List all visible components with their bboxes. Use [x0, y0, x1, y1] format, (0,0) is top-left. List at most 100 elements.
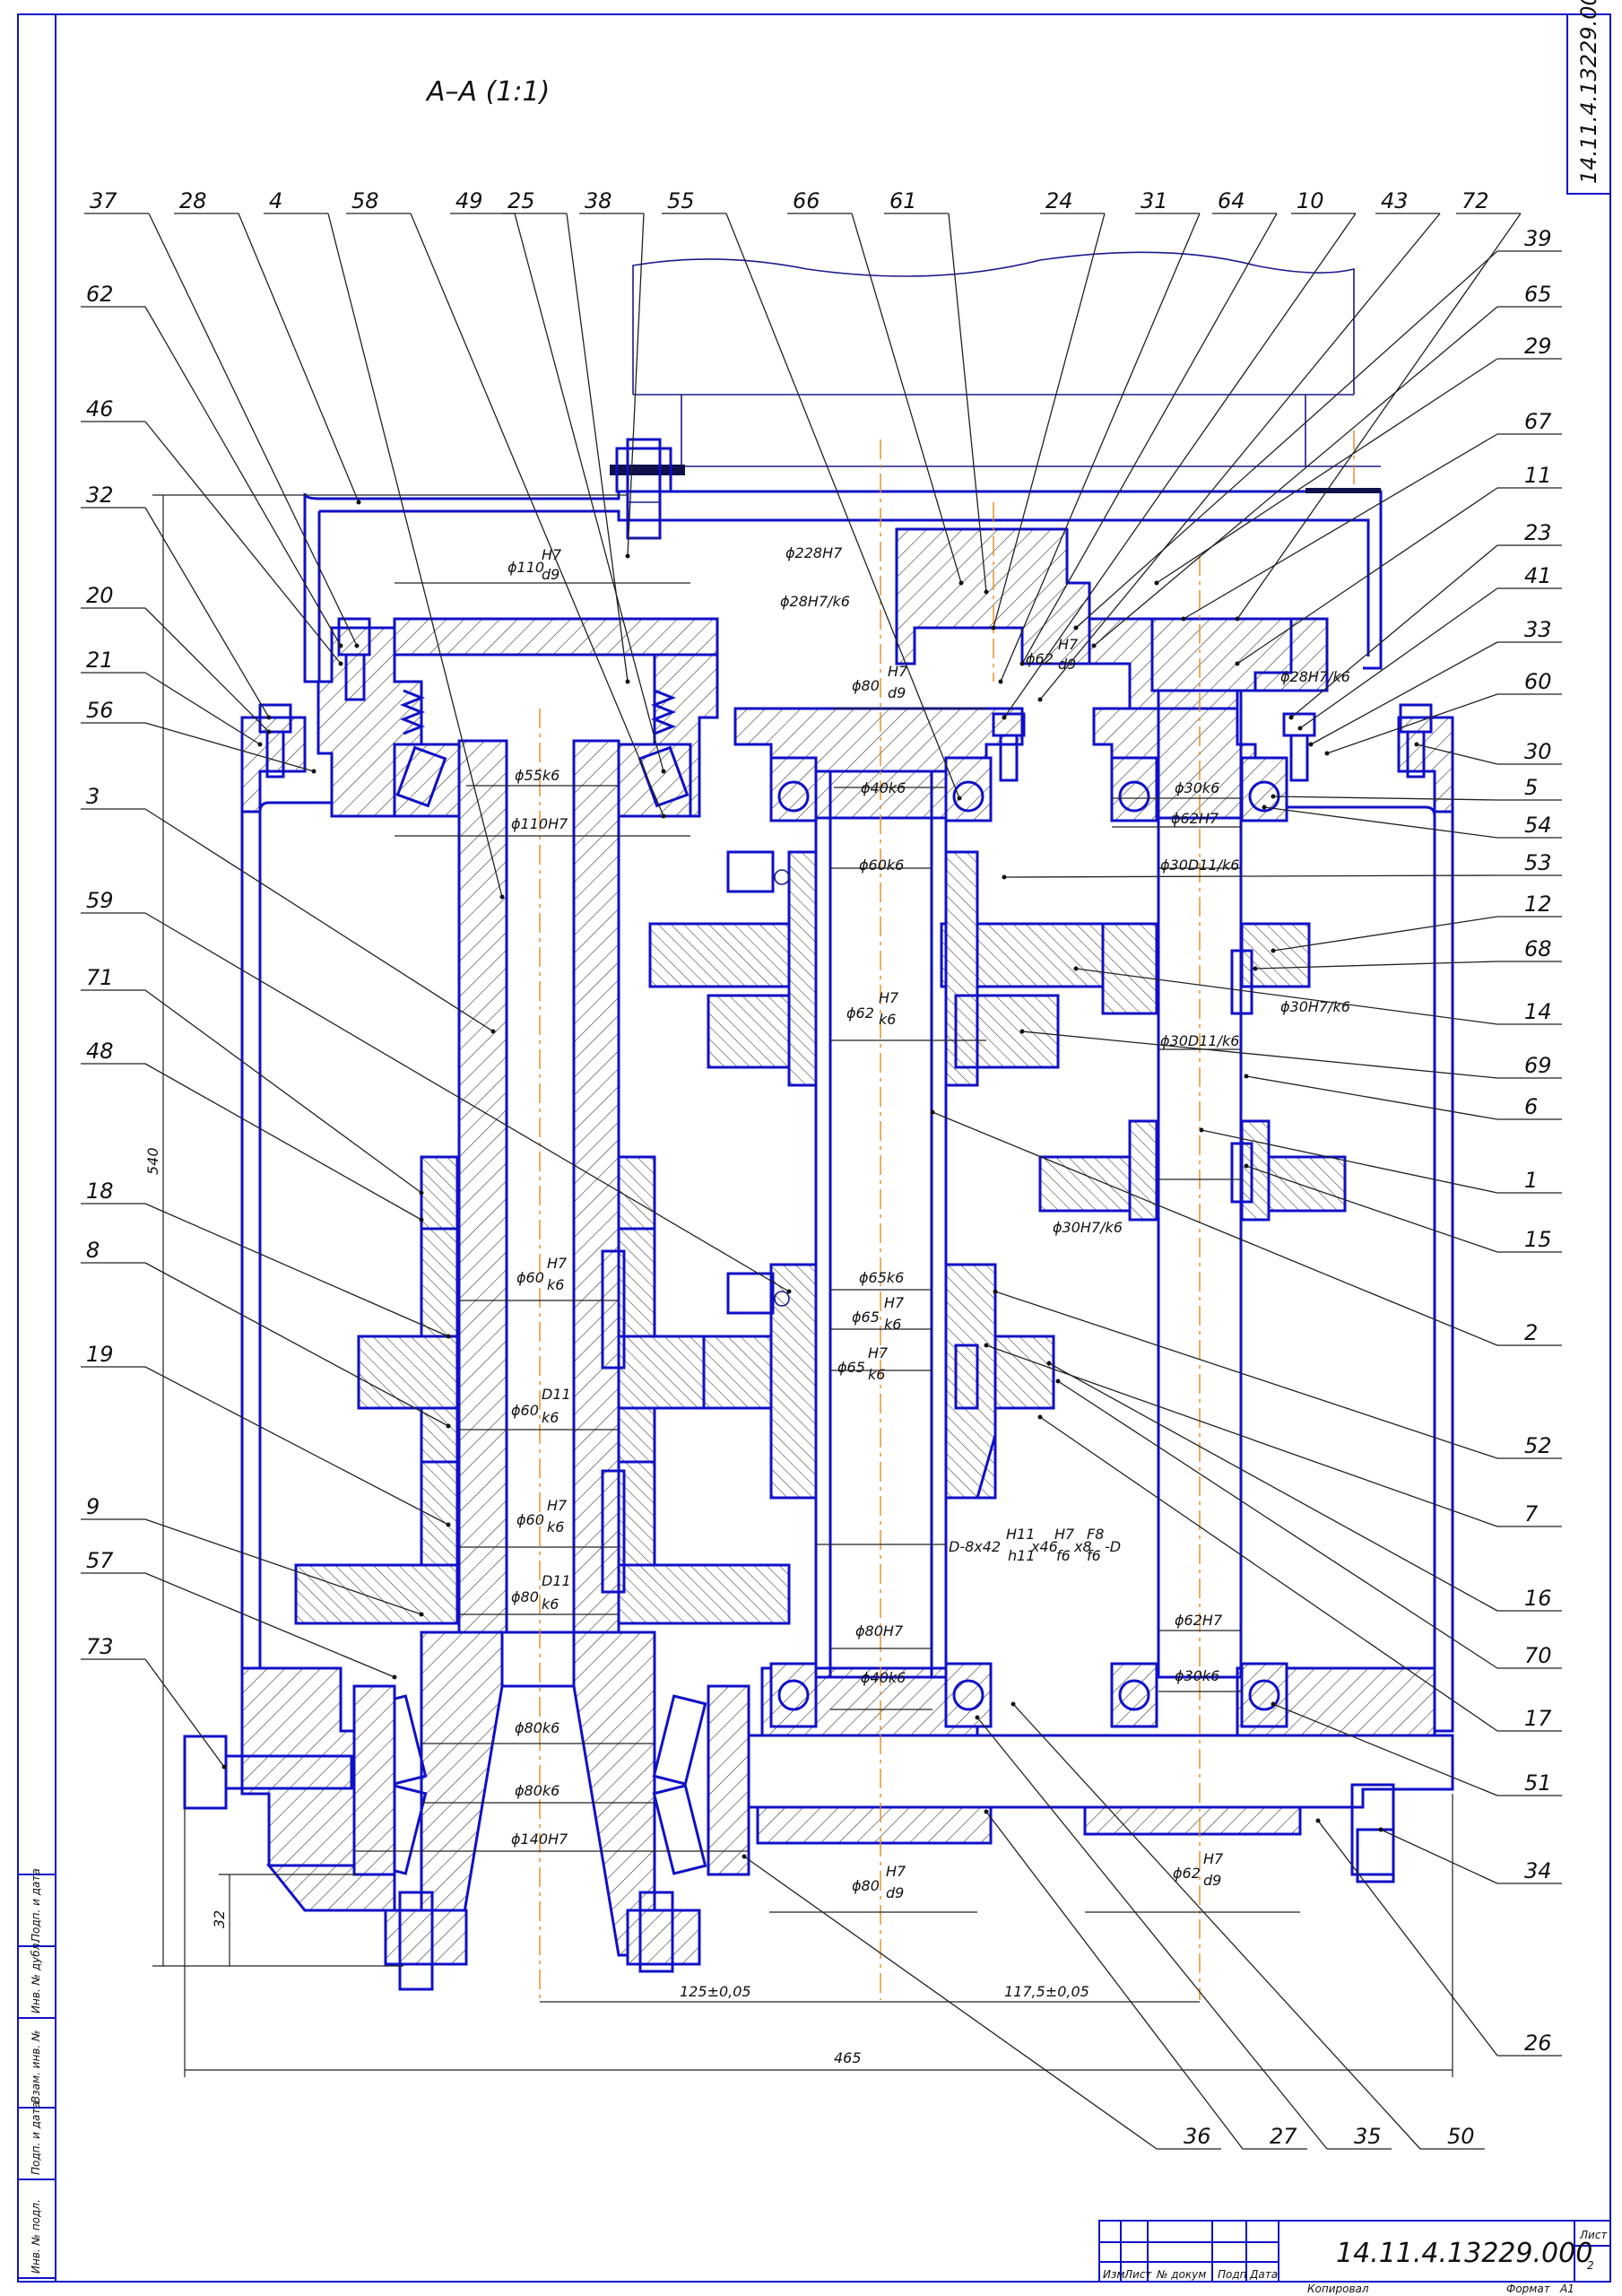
leader-dot-48: [419, 1217, 424, 1222]
fit-f8: ϕ28H7/k6: [1280, 668, 1350, 685]
leader-line-8: [144, 1262, 449, 1427]
part-label-19: 19: [86, 1342, 114, 1367]
part-label-32: 32: [86, 483, 114, 508]
leader-dot-28: [356, 500, 361, 505]
leader-line-68: [1254, 961, 1498, 970]
fit-f25: D-8x42: [949, 1538, 1001, 1555]
leader-dot-41: [1297, 726, 1303, 731]
leader-dot-61: [984, 589, 989, 595]
sheet-number: 2: [1587, 2259, 1594, 2272]
part-label-26: 26: [1524, 2031, 1552, 2056]
fit-f34-den: d9: [1203, 1872, 1221, 1889]
fit-f28: ϕ62H7: [1175, 1612, 1223, 1629]
part-label-61: 61: [889, 188, 917, 213]
part-label-31: 31: [1141, 188, 1168, 213]
part-label-15: 15: [1524, 1227, 1552, 1252]
leader-line-14: [1075, 968, 1498, 1025]
leader-line-49: [514, 213, 664, 772]
part-label-23: 23: [1524, 520, 1552, 545]
leader-line-72: [1236, 213, 1522, 620]
leader-line-36: [743, 1856, 1158, 2150]
leader-dot-64: [1019, 661, 1025, 666]
leader-dot-5: [1271, 794, 1276, 799]
fit-f25-b: x46: [1030, 1538, 1058, 1555]
leader-line-28: [238, 213, 360, 503]
part-label-29: 29: [1524, 334, 1552, 359]
leader-line-31: [1000, 213, 1201, 683]
leader-dot-46: [338, 661, 343, 666]
leader-dot-1: [1199, 1127, 1204, 1133]
leader-line-46: [144, 421, 342, 665]
format-value: А1: [1559, 2283, 1574, 2295]
part-label-21: 21: [86, 648, 114, 673]
part-label-50: 50: [1447, 2124, 1475, 2149]
leader-line-33: [1310, 641, 1498, 745]
fit-f7-base: ϕ62: [1026, 650, 1054, 667]
dim-span2: 117,5±0,05: [1004, 1983, 1089, 2000]
fit-f16: ϕ30D11/k6: [1160, 1032, 1239, 1049]
side-strip-1: Подп. и дата: [30, 1868, 42, 1942]
fit-f30: ϕ80k6: [515, 1719, 559, 1736]
leader-dot-50: [1010, 1701, 1016, 1707]
stamp-col-3: № докум: [1156, 2268, 1206, 2281]
leader-line-27: [985, 1811, 1244, 2150]
leader-line-12: [1272, 916, 1498, 952]
leader-line-39: [1075, 250, 1498, 629]
part-label-57: 57: [86, 1548, 114, 1573]
leader-line-6: [1245, 1075, 1498, 1120]
leader-line-9: [144, 1518, 422, 1615]
leader-line-3: [144, 808, 494, 1032]
stamp-col-2: Лист: [1123, 2268, 1152, 2281]
leader-line-34: [1380, 1829, 1498, 1884]
leader-dot-67: [1181, 616, 1186, 622]
dim-height: 540: [144, 1147, 161, 1175]
leader-line-59: [144, 912, 790, 1292]
leader-line-67: [1183, 433, 1498, 620]
leader-dot-32: [266, 715, 272, 720]
fit-f25-c-den: f6: [1056, 1547, 1071, 1564]
part-label-10: 10: [1297, 188, 1324, 213]
part-label-71: 71: [86, 965, 114, 990]
centerlines: [539, 430, 1355, 2000]
part-label-16: 16: [1524, 1586, 1552, 1611]
part-label-66: 66: [793, 188, 820, 213]
inner-frame: [55, 13, 1611, 2283]
leader-line-20: [144, 607, 270, 733]
side-strip: Подп. и дата Инв. № дубл. Взам. инв. № П…: [17, 1868, 56, 2279]
fit-f29: ϕ30k6: [1175, 1667, 1219, 1684]
leader-dot-43: [1037, 697, 1043, 702]
leader-line-23: [1290, 544, 1498, 718]
leader-line-57: [144, 1572, 395, 1678]
leader-dot-69: [1019, 1029, 1025, 1034]
middle-spline-shaft: [648, 756, 1105, 1728]
leader-line-50: [1012, 1703, 1421, 2150]
leader-dot-20: [266, 729, 272, 735]
leader-dot-6: [1244, 1074, 1249, 1079]
leader-dot-59: [786, 1289, 792, 1294]
leader-line-1: [1201, 1129, 1498, 1194]
part-label-53: 53: [1524, 850, 1552, 875]
part-label-14: 14: [1524, 999, 1552, 1024]
leader-dot-34: [1378, 1827, 1383, 1832]
leader-line-62: [144, 306, 342, 647]
leader-line-48: [144, 1063, 422, 1221]
leader-dot-52: [993, 1289, 998, 1294]
leader-line-53: [1003, 874, 1498, 878]
fit-f6-den: d9: [888, 684, 906, 701]
fit-labels: ϕ110 H7 d9 ϕ55k6 ϕ110H7 ϕ228H7 ϕ28H7/k6 …: [507, 544, 1350, 1901]
leader-dot-49: [661, 769, 666, 774]
leader-line-61: [948, 213, 987, 593]
fit-f25-d: x8: [1073, 1538, 1092, 1555]
stamp-col-5: Дата: [1249, 2268, 1278, 2281]
leader-line-41: [1299, 587, 1498, 729]
fit-f21-base: ϕ65: [837, 1359, 865, 1376]
leader-line-2: [932, 1111, 1498, 1346]
leader-line-15: [1245, 1165, 1498, 1253]
fit-f23-den: k6: [547, 1518, 564, 1535]
leader-line-65: [1093, 306, 1498, 647]
fit-f1-num: H7: [542, 546, 562, 563]
leader-dot-4: [499, 894, 505, 900]
section-title: A–A (1:1): [425, 76, 550, 108]
leader-line-25: [566, 213, 629, 683]
